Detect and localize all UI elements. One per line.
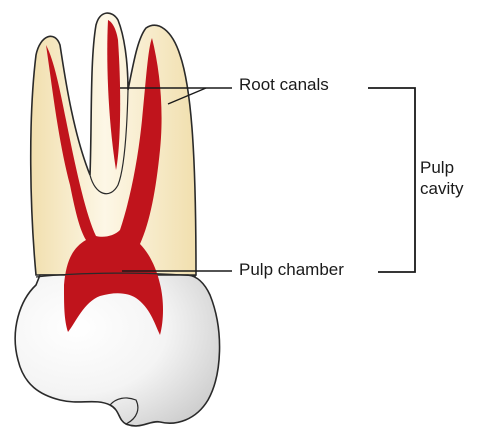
pulp-cavity-label-line2: cavity bbox=[420, 178, 463, 199]
pulp-cavity-bracket bbox=[368, 88, 415, 272]
pulp-cavity-label: Pulp cavity bbox=[420, 157, 463, 199]
pulp-cavity-label-line1: Pulp bbox=[420, 157, 463, 178]
root-canals-label: Root canals bbox=[239, 75, 329, 95]
enamel-crown bbox=[15, 275, 219, 426]
pulp-chamber-label: Pulp chamber bbox=[239, 260, 344, 280]
